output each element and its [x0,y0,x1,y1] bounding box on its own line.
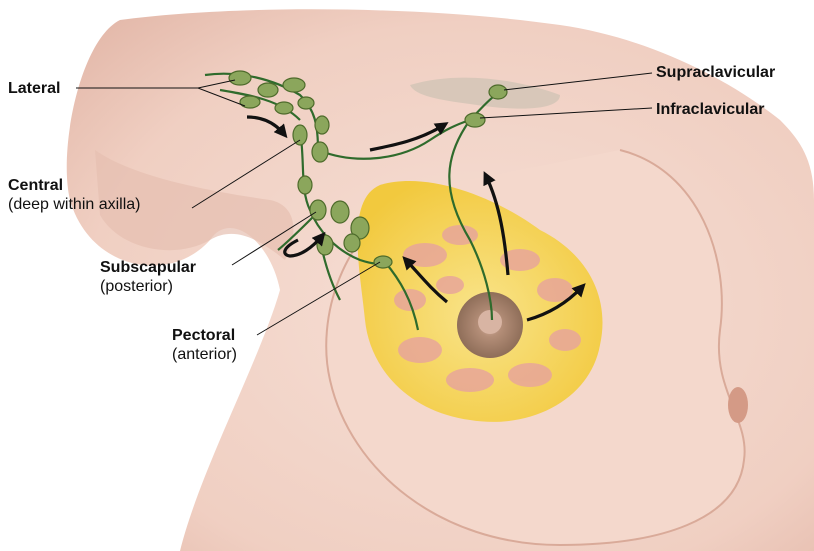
label-pectoral: Pectoral (anterior) [172,326,237,364]
label-infraclavicular: Infraclavicular [656,100,765,119]
label-supraclavicular-name: Supraclavicular [656,64,775,81]
label-central: Central (deep within axilla) [8,176,141,214]
label-central-sub: (deep within axilla) [8,195,141,214]
label-central-name: Central [8,177,63,194]
label-lateral-name: Lateral [8,80,60,97]
label-lateral: Lateral [8,79,60,98]
label-subscapular-sub: (posterior) [100,277,196,296]
label-pectoral-sub: (anterior) [172,345,237,364]
right-nipple [728,387,748,423]
label-infraclavicular-name: Infraclavicular [656,101,765,118]
label-pectoral-name: Pectoral [172,327,235,344]
nipple [478,310,502,334]
label-supraclavicular: Supraclavicular [656,63,775,82]
label-subscapular: Subscapular (posterior) [100,258,196,296]
label-subscapular-name: Subscapular [100,259,196,276]
